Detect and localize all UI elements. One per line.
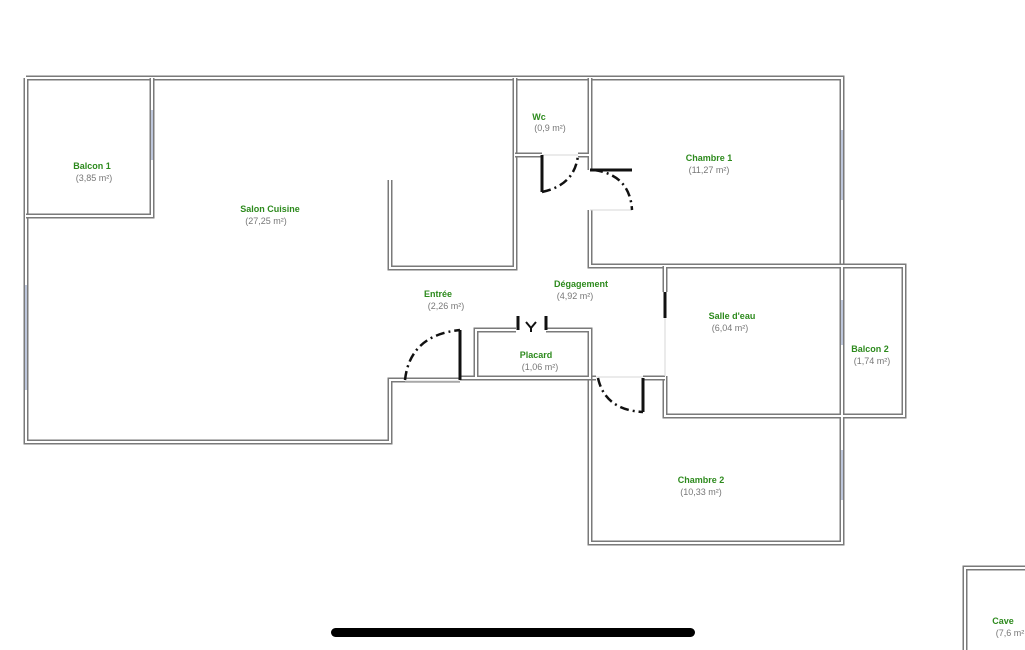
- room-salle-deau: Salle d'eau (6,04 m²): [709, 311, 756, 333]
- room-name: Cave: [992, 616, 1014, 626]
- room-area: (0,9 m²): [534, 123, 566, 133]
- room-balcon-1: Balcon 1 (3,85 m²): [73, 161, 112, 183]
- room-area: (2,26 m²): [428, 301, 465, 311]
- door-wc[interactable]: [540, 154, 580, 194]
- room-name: Chambre 1: [686, 153, 733, 163]
- room-area: (4,92 m²): [557, 291, 594, 301]
- room-area: (1,06 m²): [522, 362, 559, 372]
- room-name: Balcon 2: [851, 344, 889, 354]
- room-name: Wc: [532, 112, 546, 122]
- room-chambre-1: Chambre 1 (11,27 m²): [686, 153, 733, 175]
- home-indicator-bar[interactable]: [331, 628, 695, 637]
- doors: [403, 154, 667, 414]
- door-entree[interactable]: [403, 328, 462, 381]
- room-wc: Wc (0,9 m²): [532, 112, 566, 133]
- windows: [25, 110, 843, 500]
- room-area: (7,6 m²: [996, 628, 1025, 638]
- room-area: (27,25 m²): [245, 216, 287, 226]
- room-salon-cuisine: Salon Cuisine (27,25 m²): [240, 204, 300, 226]
- door-chambre-1[interactable]: [590, 168, 634, 211]
- room-labels: Balcon 1 (3,85 m²) Salon Cuisine (27,25 …: [73, 112, 1024, 638]
- room-degagement: Dégagement (4,92 m²): [554, 279, 608, 301]
- room-area: (3,85 m²): [76, 173, 113, 183]
- room-cave: Cave (7,6 m²: [992, 616, 1024, 638]
- room-name: Balcon 1: [73, 161, 111, 171]
- door-placard[interactable]: [516, 316, 548, 332]
- room-chambre-2: Chambre 2 (10,33 m²): [678, 475, 725, 497]
- room-name: Dégagement: [554, 279, 608, 289]
- room-area: (11,27 m²): [689, 165, 730, 175]
- room-name: Entrée: [424, 289, 452, 299]
- room-name: Salon Cuisine: [240, 204, 300, 214]
- room-entree: Entrée (2,26 m²): [424, 289, 464, 311]
- room-area: (6,04 m²): [712, 323, 749, 333]
- room-area: (10,33 m²): [680, 487, 722, 497]
- door-chambre-2[interactable]: [596, 377, 645, 414]
- room-name: Salle d'eau: [709, 311, 756, 321]
- room-name: Placard: [520, 350, 553, 360]
- room-area: (1,74 m²): [854, 356, 891, 366]
- room-name: Chambre 2: [678, 475, 725, 485]
- room-placard: Placard (1,06 m²): [520, 350, 559, 372]
- room-balcon-2: Balcon 2 (1,74 m²): [851, 344, 890, 366]
